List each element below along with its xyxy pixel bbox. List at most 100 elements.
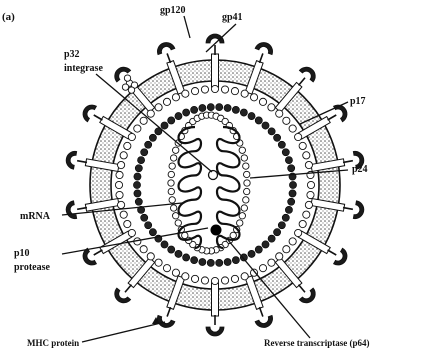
capsid-dot — [262, 122, 269, 129]
label-p32: p32 — [64, 49, 80, 60]
core-bead — [239, 213, 245, 219]
core-bead — [173, 147, 179, 153]
spike-stalk — [328, 250, 337, 255]
gp120-knob — [80, 102, 97, 122]
mhc-protein-blob — [128, 87, 134, 93]
matrix-bead — [147, 253, 154, 260]
matrix-bead — [163, 265, 170, 272]
capsid-dot — [175, 112, 182, 119]
gp120-knob — [299, 64, 319, 82]
gp41-stem — [212, 54, 219, 87]
capsid-dot — [289, 181, 296, 188]
core-bead — [241, 205, 247, 211]
matrix-bead — [221, 277, 228, 284]
matrix-bead — [259, 98, 266, 105]
matrix-bead — [295, 133, 302, 140]
capsid-dot — [282, 214, 289, 221]
matrix-bead — [201, 86, 208, 93]
capsid-dot — [248, 250, 255, 257]
matrix-bead — [221, 86, 228, 93]
matrix-bead — [128, 229, 135, 236]
matrix-bead — [276, 253, 283, 260]
spike-stalk — [94, 250, 103, 255]
capsid-dot — [278, 141, 285, 148]
matrix-bead — [299, 142, 306, 149]
core-bead — [244, 188, 250, 194]
gp41-stem — [212, 283, 219, 316]
matrix-bead — [241, 90, 248, 97]
capsid-dot — [288, 165, 295, 172]
matrix-bead — [305, 161, 312, 168]
matrix-bead — [117, 161, 124, 168]
core-bead — [168, 171, 174, 177]
matrix-bead — [120, 152, 127, 159]
gp120-knob — [255, 315, 275, 330]
matrix-bead — [182, 90, 189, 97]
matrix-bead — [250, 94, 257, 101]
viral-envelope — [85, 54, 344, 316]
spike-stalk — [167, 53, 170, 62]
matrix-bead — [140, 246, 147, 253]
integrase-marker — [209, 171, 218, 180]
spike-stalk — [343, 208, 353, 210]
mhc-protein-blob — [124, 75, 130, 81]
capsid-dot — [145, 141, 152, 148]
core-bead — [169, 197, 175, 203]
protease-marker — [211, 225, 222, 236]
matrix-bead — [268, 104, 275, 111]
capsid-dot — [168, 117, 175, 124]
matrix-bead — [303, 211, 310, 218]
matrix-bead — [299, 220, 306, 227]
matrix-bead — [124, 220, 131, 227]
capsid-dot — [248, 112, 255, 119]
label-gp120: gp120 — [160, 5, 186, 16]
capsid-dot — [216, 104, 223, 111]
label-protease: protease — [14, 262, 50, 273]
capsid-dot — [285, 206, 292, 213]
capsid-dot — [273, 229, 280, 236]
spike-stalk — [94, 115, 103, 120]
matrix-bead — [116, 191, 123, 198]
capsid-dot — [149, 134, 156, 141]
core-bead — [244, 171, 250, 177]
spike-stalk — [328, 115, 337, 120]
core-bead — [175, 220, 181, 226]
gp120-knob — [353, 201, 365, 220]
capsid-dot — [133, 181, 140, 188]
capsid-dot — [175, 250, 182, 257]
capsid-dot — [268, 128, 275, 135]
capsid-dot — [141, 214, 148, 221]
label-mhc-protein: MHC protein — [27, 338, 79, 348]
core-bead — [243, 197, 249, 203]
matrix-bead — [241, 273, 248, 280]
capsid-dot — [207, 259, 214, 266]
capsid-dot — [207, 104, 214, 111]
capsid-dot — [288, 198, 295, 205]
core-bead — [170, 155, 176, 161]
capsid-dot — [141, 149, 148, 156]
capsid-dot — [273, 134, 280, 141]
matrix-bead — [117, 201, 124, 208]
matrix-bead — [276, 110, 283, 117]
spike-stalk — [343, 161, 353, 163]
matrix-bead — [268, 259, 275, 266]
spike-stalk — [77, 208, 87, 210]
capsid-dot — [224, 104, 231, 111]
gp120-knob — [206, 327, 224, 336]
matrix-bead — [124, 142, 131, 149]
matrix-bead — [289, 238, 296, 245]
gp120-knob — [255, 40, 275, 55]
core-bead — [169, 163, 175, 169]
core-bead — [239, 147, 245, 153]
capsid-dot — [135, 165, 142, 172]
label-reverse-transcriptase: Reverse transcriptase (p64) — [264, 338, 369, 348]
matrix-bead — [283, 117, 290, 124]
label-p24: p24 — [352, 164, 368, 175]
leader-gp120 — [184, 16, 190, 38]
capsid-dot — [285, 156, 292, 163]
label-rna: mRNA — [20, 211, 51, 222]
matrix-bead — [305, 201, 312, 208]
capsid-dot — [289, 190, 296, 197]
matrix-bead — [120, 211, 127, 218]
